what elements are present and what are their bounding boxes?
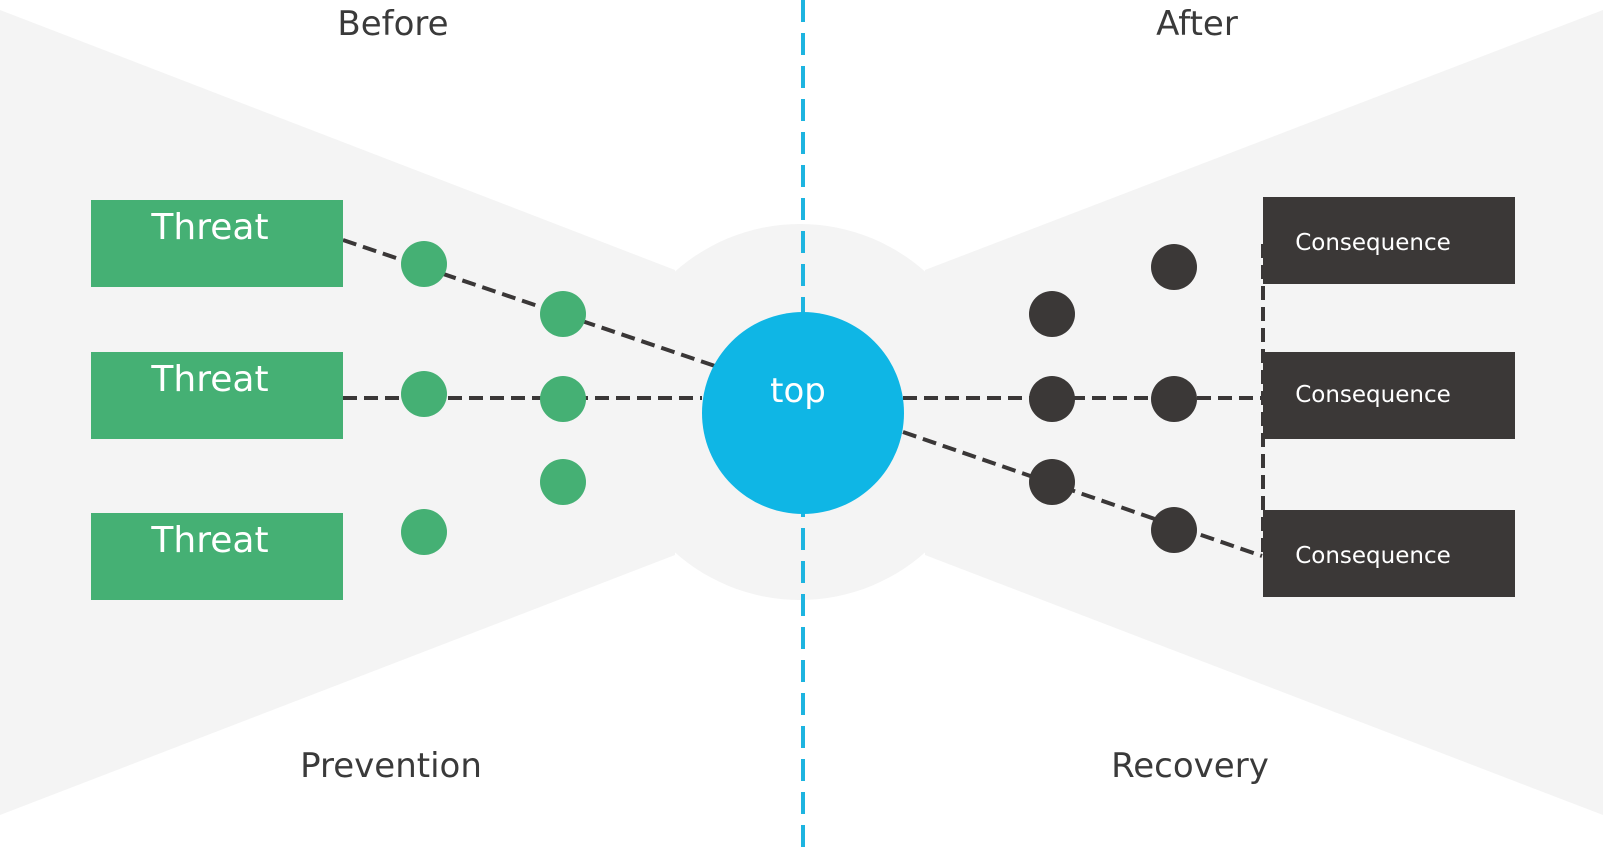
threat-box-2-bg (91, 352, 343, 439)
prevention-barrier-6 (401, 509, 447, 555)
before-label: Before (337, 4, 448, 44)
threat-box-2-label: Threat (150, 359, 268, 400)
threat-box-3-label: Threat (150, 520, 268, 561)
recovery-barrier-3 (1029, 376, 1075, 422)
threat-box-2[interactable]: Threat (91, 352, 343, 439)
after-label: After (1156, 4, 1238, 44)
recovery-barrier-2 (1029, 291, 1075, 337)
recovery-barriers (1029, 244, 1197, 553)
prevention-barrier-3 (401, 371, 447, 417)
threat-box-3[interactable]: Threat (91, 513, 343, 600)
consequence-box-3[interactable]: Consequence (1263, 510, 1515, 597)
prevention-barrier-2 (540, 291, 586, 337)
consequence-box-1-label: Consequence (1295, 230, 1451, 256)
consequence-box-1[interactable]: Consequence (1263, 197, 1515, 284)
prevention-label: Prevention (300, 746, 482, 786)
consequence-box-1-bg (1263, 197, 1515, 284)
recovery-barrier-4 (1151, 376, 1197, 422)
prevention-barrier-4 (540, 376, 586, 422)
prevention-barrier-5 (540, 459, 586, 505)
recovery-barrier-6 (1151, 507, 1197, 553)
consequence-box-2-bg (1263, 352, 1515, 439)
prevention-barriers (401, 241, 586, 555)
threat-box-3-bg (91, 513, 343, 600)
top-event[interactable]: top (702, 312, 904, 514)
recovery-barrier-1 (1151, 244, 1197, 290)
threat-box-1-label: Threat (150, 207, 268, 248)
prevention-barrier-1 (401, 241, 447, 287)
consequence-box-2[interactable]: Consequence (1263, 352, 1515, 439)
recovery-barrier-5 (1029, 459, 1075, 505)
top-event-label: top (770, 371, 826, 411)
top-event-circle (702, 312, 904, 514)
consequence-box-3-label: Consequence (1295, 543, 1451, 569)
connector-consequence-3 (902, 430, 1263, 558)
recovery-label: Recovery (1111, 746, 1269, 786)
threat-box-1-bg (91, 200, 343, 287)
consequence-box-3-bg (1263, 510, 1515, 597)
consequence-box-2-label: Consequence (1295, 382, 1451, 408)
threat-box-1[interactable]: Threat (91, 200, 343, 287)
